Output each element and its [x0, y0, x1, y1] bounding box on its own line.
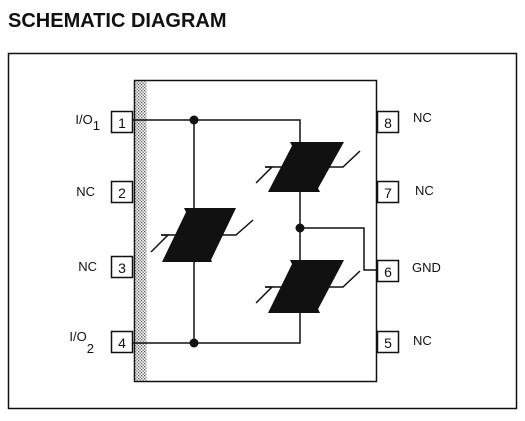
page-title: SCHEMATIC DIAGRAM — [8, 10, 227, 32]
wire-gnd — [300, 227, 377, 271]
pin-1: 1 I/O1 — [75, 110, 134, 134]
pin-1-box — [110, 110, 134, 134]
pin-4: 4 I/O2 — [69, 329, 134, 356]
wiring — [132, 119, 377, 344]
pin-5: 5 NC — [376, 330, 432, 354]
pin-7-box — [376, 180, 400, 204]
pin-8: 8 NC — [376, 110, 432, 134]
pin-4-label: I/O2 — [69, 329, 94, 356]
pin-7-label: NC — [415, 183, 434, 198]
pin-3: 3 NC — [78, 255, 134, 279]
pin-8-box — [376, 110, 400, 134]
pin-1-label: I/O1 — [75, 112, 100, 133]
outer-frame — [7, 52, 518, 410]
pin-2: 2 NC — [76, 180, 134, 204]
wire-top-bus — [132, 119, 301, 142]
pin-5-number: 5 — [384, 335, 392, 351]
tvs-left — [150, 208, 254, 262]
pin-5-box — [376, 330, 400, 354]
pin-7-number: 7 — [384, 185, 392, 201]
pin-6-number: 6 — [384, 264, 392, 280]
pin-3-label: NC — [78, 259, 97, 274]
pin-4-number: 4 — [118, 335, 126, 351]
tvs-right-bottom — [255, 260, 361, 313]
pin-2-number: 2 — [118, 185, 126, 201]
pin-7: 7 NC — [376, 180, 434, 204]
pin-1-number: 1 — [118, 115, 126, 131]
junction-dot-middle — [295, 223, 305, 233]
pin-2-label: NC — [76, 184, 95, 199]
wire-bottom-bus — [132, 313, 301, 344]
pin-3-number: 3 — [118, 260, 126, 276]
tvs-right-top — [255, 142, 361, 192]
pin-8-label: NC — [413, 110, 432, 125]
chip-body — [133, 79, 378, 383]
pin-8-number: 8 — [384, 115, 392, 131]
junction-dot-bottom — [189, 338, 199, 348]
junction-dot-top — [189, 115, 199, 125]
pin-3-box — [110, 255, 134, 279]
pin-6-label: GND — [412, 260, 441, 275]
pin-6-box — [376, 259, 400, 283]
pin-4-box — [110, 330, 134, 354]
pin-6: 6 GND — [376, 259, 441, 283]
pin-5-label: NC — [413, 333, 432, 348]
pin-2-box — [110, 180, 134, 204]
chip-hatch-strip — [135, 81, 147, 381]
